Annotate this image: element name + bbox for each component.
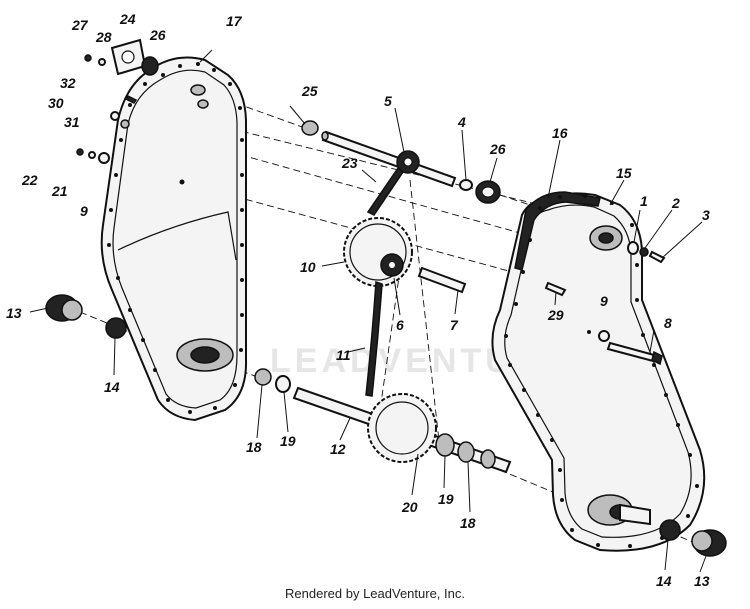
callout-32: 32 bbox=[60, 75, 76, 91]
upper-bearings bbox=[301, 120, 501, 204]
right-hardware bbox=[544, 241, 666, 366]
callout-9-left: 9 bbox=[80, 203, 88, 219]
left-chain-case bbox=[100, 56, 248, 422]
callout-18-left: 18 bbox=[246, 439, 262, 455]
callout-27: 27 bbox=[71, 17, 89, 33]
callout-7: 7 bbox=[450, 317, 459, 333]
callout-leaders bbox=[29, 49, 707, 573]
callout-3: 3 bbox=[702, 207, 710, 223]
callout-19-left: 19 bbox=[280, 433, 296, 449]
callout-19-right: 19 bbox=[438, 491, 454, 507]
callout-24: 24 bbox=[119, 11, 136, 27]
callout-25: 25 bbox=[301, 83, 318, 99]
callout-2: 2 bbox=[671, 195, 680, 211]
callout-18-right: 18 bbox=[460, 515, 476, 531]
callout-labels: 27 28 24 26 17 32 30 31 22 21 9 25 5 4 2… bbox=[6, 11, 710, 589]
drive-chain bbox=[365, 280, 383, 397]
callout-1: 1 bbox=[640, 193, 648, 209]
middle-sprocket bbox=[343, 217, 467, 294]
callout-9-right: 9 bbox=[600, 293, 608, 309]
top-left-hardware bbox=[76, 38, 159, 164]
callout-14-right: 14 bbox=[656, 573, 672, 589]
outer-hub-caps bbox=[45, 294, 727, 557]
callout-31: 31 bbox=[64, 114, 80, 130]
callout-26-top: 26 bbox=[149, 27, 166, 43]
upper-drive-shaft bbox=[321, 130, 457, 216]
callout-23: 23 bbox=[341, 155, 358, 171]
callout-21: 21 bbox=[51, 183, 68, 199]
callout-17: 17 bbox=[226, 13, 243, 29]
callout-22: 22 bbox=[21, 172, 38, 188]
lower-axle bbox=[254, 368, 512, 474]
callout-11: 11 bbox=[336, 347, 351, 363]
callout-28: 28 bbox=[95, 29, 112, 45]
callout-8: 8 bbox=[664, 315, 672, 331]
callout-29: 29 bbox=[547, 307, 564, 323]
callout-12: 12 bbox=[330, 441, 346, 457]
callout-10: 10 bbox=[300, 259, 316, 275]
callout-6: 6 bbox=[396, 317, 404, 333]
callout-13-right: 13 bbox=[694, 573, 710, 589]
callout-26-right: 26 bbox=[489, 141, 506, 157]
callout-5: 5 bbox=[384, 93, 392, 109]
callout-13-left: 13 bbox=[6, 305, 22, 321]
right-chain-case bbox=[491, 191, 706, 552]
callout-20: 20 bbox=[401, 499, 418, 515]
callout-4: 4 bbox=[457, 114, 466, 130]
callout-14-left: 14 bbox=[104, 379, 120, 395]
callout-30: 30 bbox=[48, 95, 64, 111]
callout-15: 15 bbox=[616, 165, 632, 181]
callout-16: 16 bbox=[552, 125, 568, 141]
footer-credit: Rendered by LeadVenture, Inc. bbox=[285, 586, 465, 601]
